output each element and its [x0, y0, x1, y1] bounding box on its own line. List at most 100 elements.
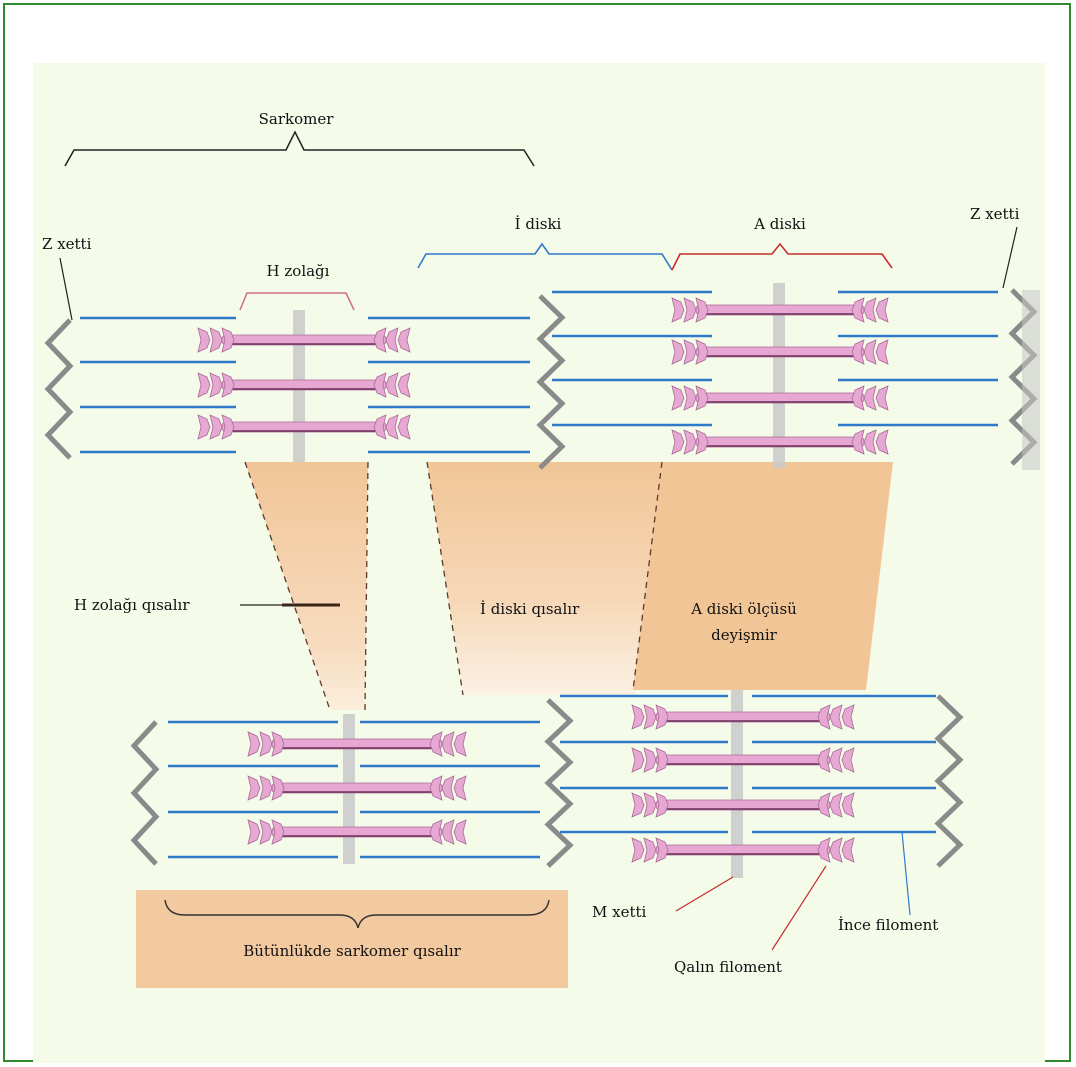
whole-sarcomere-band	[136, 890, 568, 988]
myosin-head	[842, 838, 854, 862]
myosin-head	[210, 373, 222, 397]
myosin-head	[684, 386, 696, 410]
myosin-head	[684, 298, 696, 322]
myosin-head	[398, 328, 410, 352]
z-line-left-label: Z xetti	[42, 235, 91, 253]
myosin-head	[398, 415, 410, 439]
myosin-head	[644, 705, 656, 729]
myosin-head	[442, 776, 454, 800]
myosin-heads-left	[632, 748, 668, 772]
myosin-head	[672, 386, 684, 410]
myosin-head	[260, 820, 272, 844]
myosin-heads-left	[198, 328, 234, 352]
m-line-label: M xetti	[592, 903, 646, 921]
myosin-head	[864, 298, 876, 322]
myosin-head	[672, 430, 684, 454]
z-line-bottom-middle	[548, 700, 570, 866]
myosin-heads-left	[198, 373, 234, 397]
myosin-head	[684, 430, 696, 454]
myosin-head	[684, 340, 696, 364]
myosin-heads-right	[818, 793, 854, 817]
thin-filament-label: İnce filoment	[838, 916, 938, 934]
myosin-heads-right	[374, 415, 410, 439]
h-zone-projection	[245, 462, 368, 710]
myosin-heads-left	[672, 430, 708, 454]
myosin-head	[876, 386, 888, 410]
myosin-head	[830, 705, 842, 729]
myosin-head	[632, 793, 644, 817]
z-line-bottom-left	[134, 722, 156, 864]
myosin-head	[632, 705, 644, 729]
myosin-head	[830, 838, 842, 862]
myosin-heads-left	[632, 838, 668, 862]
myosin-head	[398, 373, 410, 397]
myosin-heads-left	[632, 793, 668, 817]
myosin-head	[632, 748, 644, 772]
myosin-head	[454, 820, 466, 844]
myosin-heads-right	[852, 386, 888, 410]
myosin-head	[830, 793, 842, 817]
whole-sarcomere-shortens-label: Bütünlükde sarkomer qısalır	[243, 942, 461, 960]
myosin-head	[842, 705, 854, 729]
myosin-heads-left	[632, 705, 668, 729]
myosin-heads-left	[672, 386, 708, 410]
myosin-head	[442, 820, 454, 844]
myosin-heads-left	[198, 415, 234, 439]
myosin-head	[876, 298, 888, 322]
myosin-head	[842, 793, 854, 817]
myosin-head	[248, 732, 260, 756]
myosin-heads-left	[248, 776, 284, 800]
band-projections	[136, 462, 893, 988]
z-line-top-middle	[540, 296, 562, 468]
myosin-heads-right	[852, 430, 888, 454]
myosin-head	[876, 430, 888, 454]
thick-filament-label: Qalın filoment	[674, 958, 782, 976]
myosin-heads-left	[672, 298, 708, 322]
myosin-head	[198, 373, 210, 397]
myosin-head	[864, 386, 876, 410]
a-band-unchanged-label-1: A diski ölçüsü	[691, 600, 797, 618]
m-line-leader	[676, 877, 733, 911]
thick-filament-bottom-left-1	[248, 776, 466, 800]
i-band-projection	[427, 462, 662, 695]
myosin-head	[248, 776, 260, 800]
myosin-head	[876, 340, 888, 364]
myosin-heads-right	[374, 373, 410, 397]
myosin-head	[644, 838, 656, 862]
h-zone-shortens-label: H zolağı qısalır	[74, 596, 190, 614]
thick-filament-bottom-left-2	[248, 820, 466, 844]
myosin-head	[260, 732, 272, 756]
sarcomere-label: Sarkomer	[259, 110, 334, 128]
myosin-head	[644, 793, 656, 817]
myosin-head	[830, 748, 842, 772]
z-line-right-label: Z xetti	[970, 205, 1019, 223]
myosin-heads-left	[248, 732, 284, 756]
myosin-head	[210, 328, 222, 352]
h-zone-label: H zolağı	[267, 262, 330, 280]
i-band-bracket	[418, 244, 672, 270]
myosin-heads-right	[852, 298, 888, 322]
thin-filament-leader	[902, 832, 910, 915]
a-band-label: A diski	[754, 215, 806, 233]
myosin-heads-right	[818, 838, 854, 862]
myosin-head	[386, 373, 398, 397]
z-line-left-leader	[60, 258, 72, 320]
myosin-heads-right	[818, 705, 854, 729]
myosin-head	[386, 328, 398, 352]
myosin-head	[454, 776, 466, 800]
i-band-shortens-label: İ diski qısalır	[480, 600, 579, 618]
myosin-heads-right	[818, 748, 854, 772]
a-band-projection	[633, 462, 893, 690]
myosin-heads-right	[430, 732, 466, 756]
myosin-head	[198, 415, 210, 439]
myosin-heads-right	[430, 820, 466, 844]
myosin-head	[442, 732, 454, 756]
sarcomere-bracket	[65, 132, 534, 166]
myosin-head	[842, 748, 854, 772]
myosin-head	[386, 415, 398, 439]
myosin-heads-left	[672, 340, 708, 364]
myosin-head	[248, 820, 260, 844]
myosin-head	[210, 415, 222, 439]
i-band-label: İ diski	[515, 215, 562, 233]
z-line-right-leader	[1003, 227, 1017, 288]
